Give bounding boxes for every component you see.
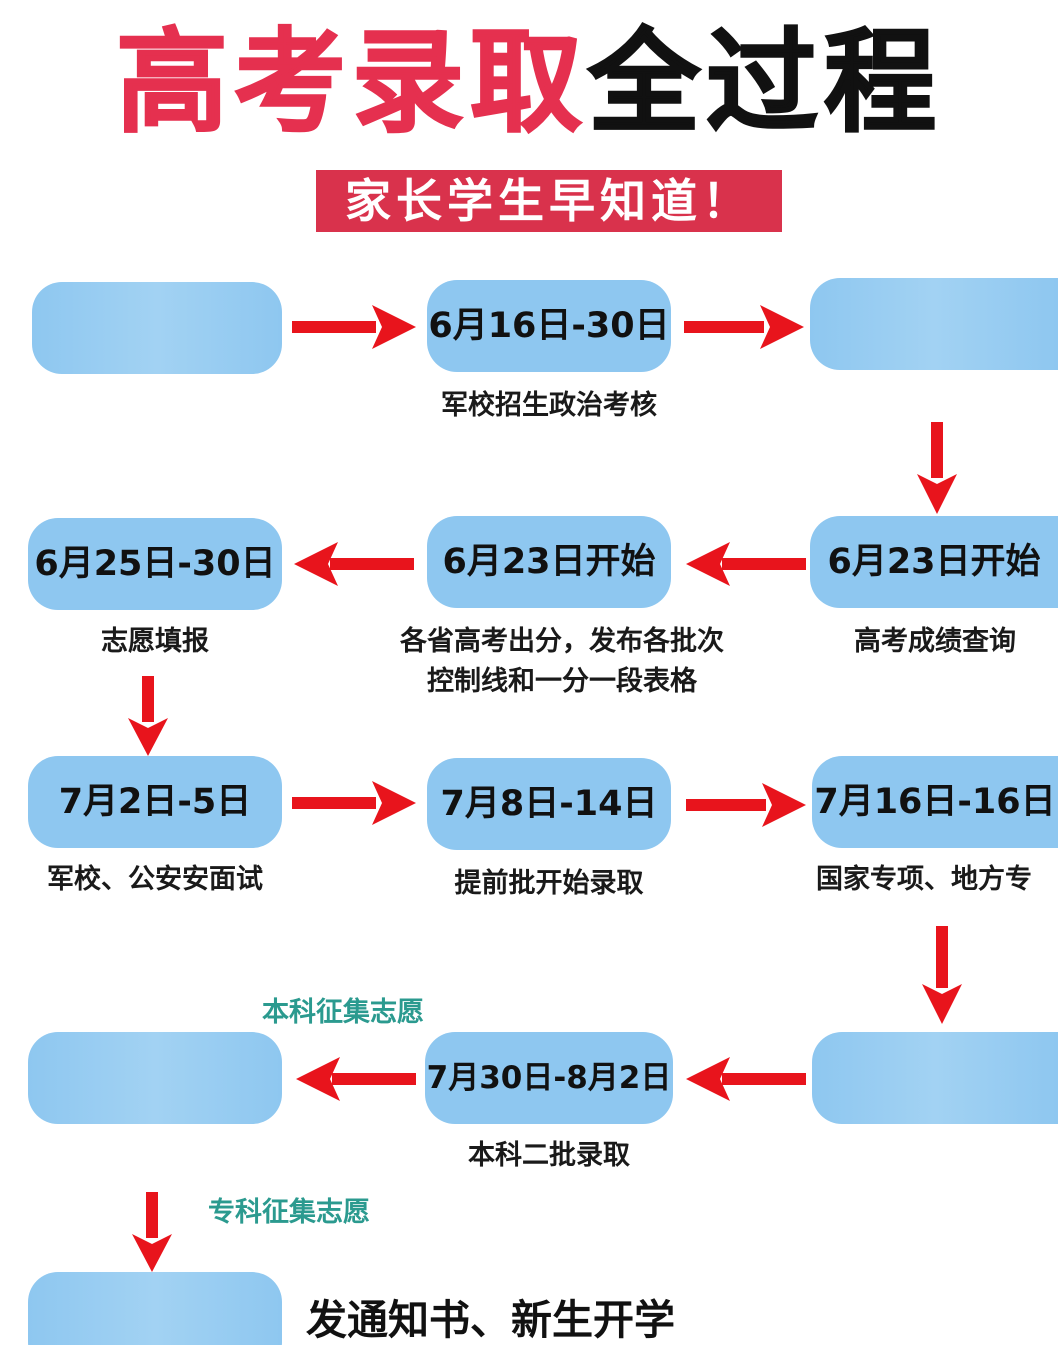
row3-left-label: 军校、公安安面试 [47,864,263,895]
row2-center-label-line1: 各省高考出分，发布各批次 [400,626,724,657]
row2-center-pill: 6月23日开始 [427,516,671,608]
row4-note: 本科征集志愿 [262,997,424,1028]
row2-center-label-line2: 控制线和一分一段表格 [427,666,697,697]
arrow-down-icon [132,1192,172,1272]
row2-left-pill: 6月25日-30日 [28,518,282,610]
row1-center-label: 军校招生政治考核 [441,390,657,421]
arrow-right-icon [292,305,416,349]
row1-right-pill [810,278,1058,370]
title-red-part: 高考录取 [115,17,588,149]
row3-center-label: 提前批开始录取 [454,868,644,899]
arrow-left-icon [296,1057,416,1101]
row3-right-pill: 7月16日-16日 [812,756,1058,848]
title-black-part: 全过程 [587,17,942,149]
arrow-down-icon [128,676,168,756]
row3-right-label: 国家专项、地方专 [816,864,1032,895]
row4-center-pill: 7月30日-8月2日 [425,1032,673,1124]
final-step-text: 发通知书、新生开学 [306,1296,675,1344]
row5-note: 专科征集志愿 [208,1197,370,1228]
arrow-right-icon [686,783,806,827]
row1-center-pill: 6月16日-30日 [427,280,671,372]
row2-right-label: 高考成绩查询 [854,626,1016,657]
row4-right-pill [812,1032,1058,1124]
row1-left-pill [32,282,282,374]
arrow-right-icon [292,781,416,825]
row3-left-pill: 7月2日-5日 [28,756,282,848]
arrow-left-icon [294,542,414,586]
page-title: 高考录取全过程 [0,17,1058,149]
row3-center-pill: 7月8日-14日 [427,758,671,850]
row5-left-pill [28,1272,282,1345]
row2-left-label: 志愿填报 [101,626,209,657]
arrow-left-icon [686,1057,806,1101]
arrow-left-icon [686,542,806,586]
row4-center-label: 本科二批录取 [468,1140,630,1171]
arrow-down-icon [917,422,957,514]
row2-right-pill: 6月23日开始 [810,516,1058,608]
arrow-right-icon [684,305,804,349]
arrow-down-icon [922,926,962,1024]
subtitle-banner: 家长学生早知道！ [316,170,782,232]
row4-left-pill [28,1032,282,1124]
